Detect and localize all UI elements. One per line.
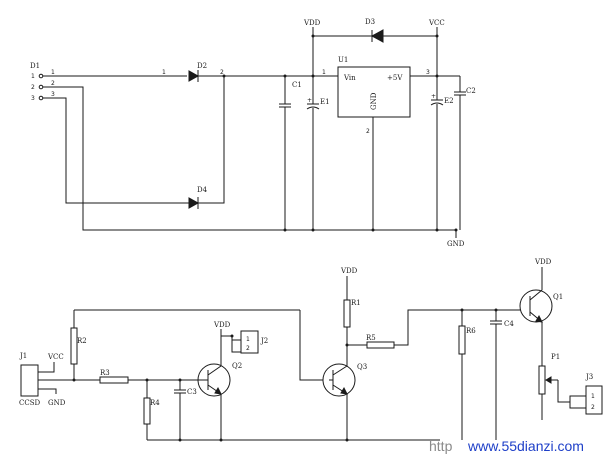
connector-d1-label: D1	[30, 62, 40, 70]
d1-pin-label-1: 1	[31, 73, 35, 80]
capacitor-c2-label: C2	[466, 87, 476, 95]
wire-d1-2-ground-rail	[43, 86, 456, 231]
resistor-r5-label: R5	[366, 334, 376, 342]
capacitor-e1-label: E1	[320, 98, 330, 106]
resistor-r1-label: R1	[351, 299, 361, 307]
vdd-label-top: VDD	[303, 19, 321, 27]
u1-vin-label: Vin	[343, 74, 356, 82]
connector-j1-label: J1	[19, 352, 27, 360]
svg-text:+: +	[307, 97, 312, 104]
resistor-r2-label: R2	[77, 337, 87, 345]
diode-d4-label: D4	[197, 186, 208, 194]
wire-pin-label-1: 1	[51, 69, 55, 76]
connector-d1-pin-1	[38, 73, 44, 79]
transistor-q1	[519, 289, 553, 323]
u1-pin-gnd-label: 2	[366, 128, 370, 135]
svg-text:+: +	[431, 93, 436, 100]
regulator-u1-label: U1	[338, 56, 348, 64]
vdd-label-q2: VDD	[213, 321, 231, 329]
wire-d4-to-d2-cathode	[198, 76, 225, 204]
watermark-url: www.55dianzi.com	[467, 438, 584, 454]
gnd-label-top: GND	[447, 240, 465, 248]
j1-gnd-label: GND	[48, 399, 66, 407]
j2-pin-2: 2	[246, 345, 250, 352]
wire-pin-label-2: 2	[51, 80, 55, 87]
u1-gnd-label: GND	[370, 92, 378, 110]
capacitor-c3-label: C3	[187, 388, 197, 396]
potentiometer-p1-label: P1	[551, 353, 560, 361]
resistor-r3-label: R3	[100, 369, 110, 377]
j3-pin-1: 1	[591, 393, 595, 400]
d2-pin2-label: 2	[220, 69, 224, 76]
watermark-prefix: http	[429, 438, 453, 454]
j1-ccsd-label: CCSD	[19, 399, 41, 407]
u1-pin-out-label: 3	[426, 69, 430, 76]
d2-pin1-label: 1	[162, 69, 166, 76]
vdd-label-r1: VDD	[340, 267, 358, 275]
j3-pin-2: 2	[591, 404, 595, 411]
regulator-u1	[337, 66, 411, 118]
watermark: http www.55dianzi.com	[429, 438, 584, 454]
connector-d1-pin-3	[38, 95, 44, 101]
resistor-r2	[70, 327, 78, 365]
diode-d2	[188, 70, 200, 82]
vcc-label-top: VCC	[428, 19, 445, 27]
capacitor-e2-label: E2	[444, 97, 454, 105]
transistor-q1-label: Q1	[553, 293, 563, 301]
diode-d3	[370, 29, 384, 43]
connector-d1-pin-2	[38, 84, 44, 90]
signal-section: J1 VCC GND CCSD R2 R3 R4 C3	[19, 258, 603, 442]
transistor-q2-label: Q2	[232, 362, 242, 370]
resistor-r3	[99, 376, 129, 384]
resistor-r1	[343, 299, 351, 328]
transistor-q3-label: Q3	[357, 363, 367, 371]
diode-d3-label: D3	[365, 18, 375, 26]
diode-d2-label: D2	[197, 62, 207, 70]
capacitor-c4	[490, 320, 502, 325]
diode-d4	[188, 197, 200, 209]
capacitor-c1-label: C1	[292, 81, 302, 89]
connector-j2	[240, 330, 259, 354]
transistor-q3	[322, 363, 356, 397]
d1-pin-label-3: 3	[31, 95, 35, 102]
potentiometer-p1	[538, 365, 546, 395]
vdd-label-q1: VDD	[534, 258, 552, 266]
u1-vout-label: +5V	[387, 74, 403, 82]
resistor-r6	[458, 325, 466, 355]
connector-j3-label: J3	[585, 373, 593, 381]
d1-pin-label-2: 2	[31, 84, 35, 91]
connector-j3	[585, 385, 603, 415]
wire-pin-label-3: 3	[51, 91, 55, 98]
connector-j2-label: J2	[260, 337, 268, 345]
power-supply-section: D1 1 2 3 1 2 3 1 D2 2 D4 C1	[30, 18, 476, 248]
capacitor-c1	[279, 103, 291, 108]
resistor-r4-label: R4	[150, 399, 160, 407]
resistor-r6-label: R6	[466, 327, 476, 335]
capacitor-c2	[454, 91, 466, 96]
wire-d1-3-to-d4	[43, 97, 189, 204]
j1-vcc-label: VCC	[47, 353, 64, 361]
u1-pin-in-label: 1	[322, 69, 326, 76]
capacitor-c4-label: C4	[504, 320, 514, 328]
resistor-r5	[366, 341, 395, 349]
j2-pin-1: 1	[246, 336, 250, 343]
capacitor-c3	[174, 389, 186, 394]
connector-j1	[20, 364, 39, 397]
